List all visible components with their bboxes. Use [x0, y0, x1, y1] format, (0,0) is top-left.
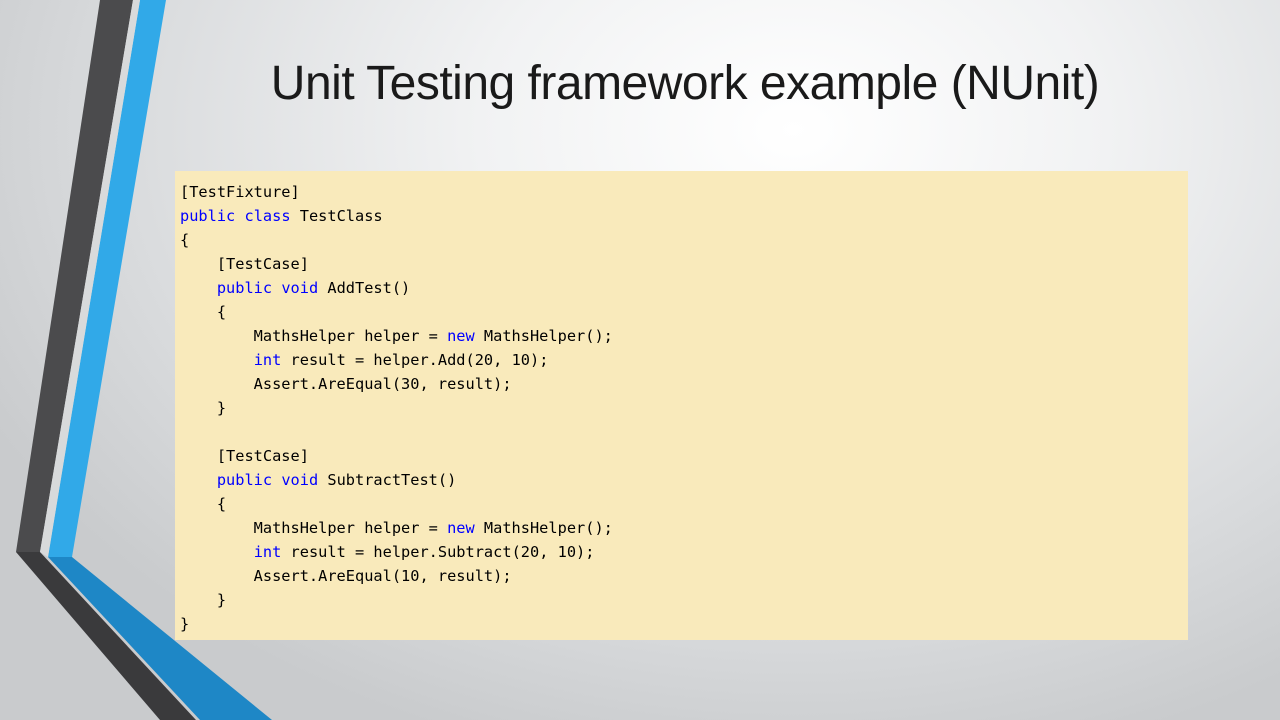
- decor-blue-band: [48, 0, 166, 557]
- code-text: result = helper.Subtract(20, 10);: [281, 543, 595, 561]
- code-text: Assert.AreEqual(30, result);: [180, 375, 512, 393]
- code-line: public void AddTest(): [180, 276, 1188, 300]
- code-text: }: [180, 591, 227, 609]
- code-text: [180, 279, 217, 297]
- code-text: {: [180, 495, 227, 513]
- code-line: int result = helper.Subtract(20, 10);: [180, 540, 1188, 564]
- code-snippet: [TestFixture] public class TestClass { [Te…: [175, 171, 1188, 640]
- code-keyword: class: [244, 207, 291, 225]
- code-text: [180, 351, 254, 369]
- code-text: [180, 543, 254, 561]
- code-text: [TestCase]: [180, 255, 309, 273]
- code-line: }: [180, 396, 1188, 420]
- code-keyword: public: [216, 279, 273, 297]
- code-line: MathsHelper helper = new MathsHelper();: [180, 516, 1188, 540]
- code-keyword: int: [253, 351, 282, 369]
- code-text: MathsHelper helper =: [180, 327, 448, 345]
- slide-title: Unit Testing framework example (NUnit): [270, 57, 1100, 110]
- code-keyword: void: [281, 471, 319, 489]
- code-text: [TestCase]: [180, 447, 309, 465]
- code-line: Assert.AreEqual(10, result);: [180, 564, 1188, 588]
- code-line: Assert.AreEqual(30, result);: [180, 372, 1188, 396]
- code-text: [TestFixture]: [180, 183, 300, 201]
- code-text: {: [180, 231, 190, 249]
- code-line: [TestCase]: [180, 252, 1188, 276]
- code-keyword: new: [447, 519, 475, 537]
- code-keyword: void: [281, 279, 319, 297]
- code-line: MathsHelper helper = new MathsHelper();: [180, 324, 1188, 348]
- code-text: }: [180, 399, 227, 417]
- code-text: }: [180, 615, 190, 633]
- code-line: public void SubtractTest(): [180, 468, 1188, 492]
- code-text: MathsHelper helper =: [180, 519, 448, 537]
- code-line: [180, 420, 1188, 444]
- code-line: }: [180, 612, 1188, 636]
- code-keyword: public: [216, 471, 273, 489]
- code-text: Assert.AreEqual(10, result);: [180, 567, 512, 585]
- code-line: int result = helper.Add(20, 10);: [180, 348, 1188, 372]
- code-text: [180, 471, 217, 489]
- code-keyword: public: [180, 207, 236, 225]
- code-line: {: [180, 492, 1188, 516]
- code-text: SubtractTest(): [318, 471, 457, 489]
- code-line: [TestCase]: [180, 444, 1188, 468]
- code-keyword: new: [447, 327, 475, 345]
- code-text: MathsHelper();: [474, 327, 613, 345]
- decor-highlight: [40, 0, 140, 557]
- code-line: {: [180, 228, 1188, 252]
- code-text: MathsHelper();: [474, 519, 613, 537]
- decor-gray-diagonal: [16, 552, 196, 720]
- decor-gray-band: [16, 0, 133, 552]
- code-line: {: [180, 300, 1188, 324]
- code-line: [TestFixture]: [180, 180, 1188, 204]
- code-text: [272, 279, 281, 297]
- code-text: TestClass: [290, 207, 383, 225]
- code-text: {: [180, 303, 227, 321]
- code-line: public class TestClass: [180, 204, 1188, 228]
- code-text: [272, 471, 281, 489]
- code-keyword: int: [253, 543, 282, 561]
- code-line: }: [180, 588, 1188, 612]
- code-text: AddTest(): [318, 279, 411, 297]
- code-text: result = helper.Add(20, 10);: [281, 351, 549, 369]
